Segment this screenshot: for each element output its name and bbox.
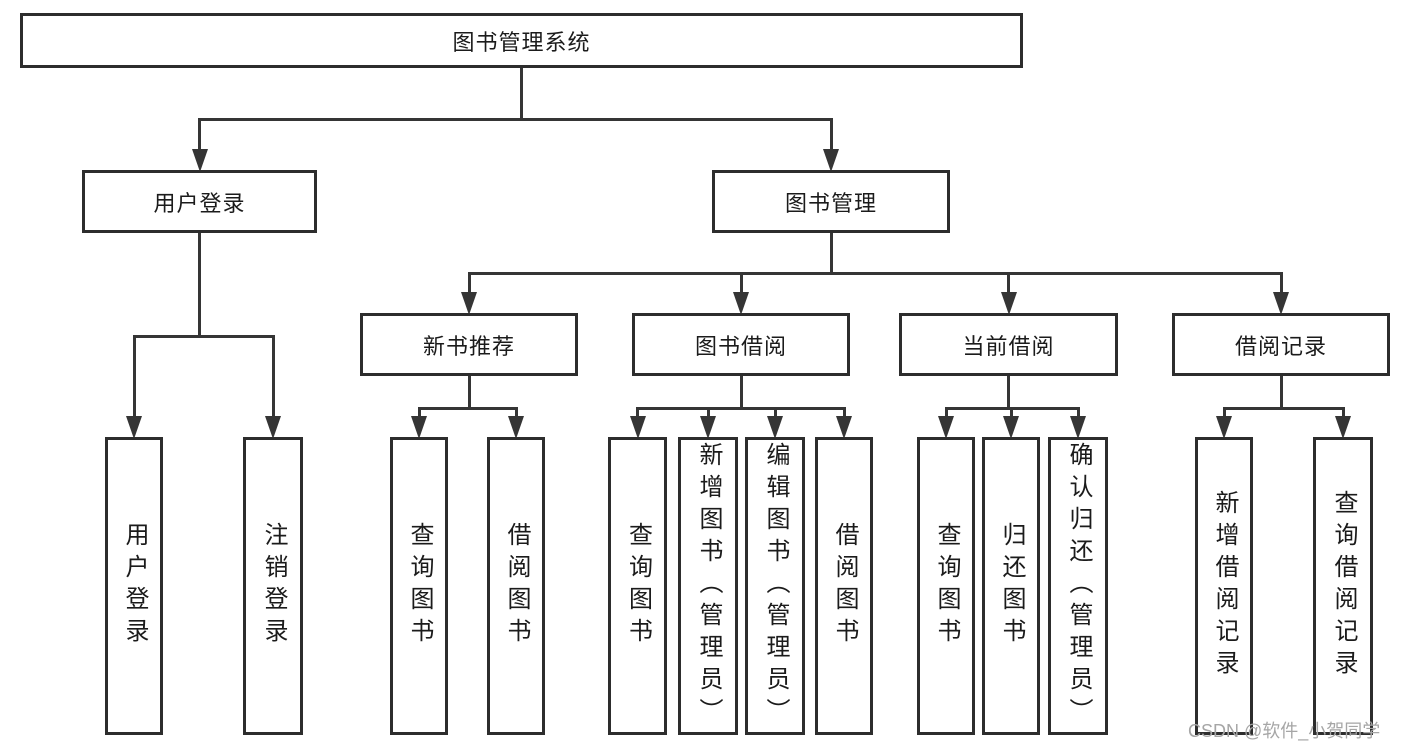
connector-line	[467, 272, 471, 294]
node-leaf-user-login: 用户登录	[105, 437, 163, 735]
arrow-down-icon	[508, 416, 524, 439]
connector-line	[198, 233, 201, 338]
connector-line	[739, 272, 743, 294]
connector-line	[636, 407, 639, 418]
connector-line	[467, 272, 1283, 275]
arrow-down-icon	[461, 292, 477, 315]
connector-line	[739, 376, 743, 410]
connector-line	[520, 68, 523, 121]
node-label: 编辑图书（管理员）	[762, 442, 789, 730]
node-leaf-query-borrow-rec: 查询借阅记录	[1313, 437, 1373, 735]
arrow-down-icon	[411, 416, 427, 439]
node-label: 查询图书	[624, 522, 652, 650]
node-label: 图书管理系统	[452, 29, 591, 55]
node-book-management: 图书管理	[712, 170, 950, 233]
connector-line	[417, 407, 421, 418]
node-label: 注销登录	[260, 522, 287, 650]
node-leaf-add-book-admin: 新增图书（管理员）	[678, 437, 738, 735]
connector-line	[132, 335, 275, 338]
node-label: 归还图书	[998, 522, 1025, 650]
connector-line	[829, 233, 833, 275]
arrow-down-icon	[767, 416, 783, 439]
connector-line	[198, 118, 833, 121]
node-label: 当前借阅	[962, 333, 1055, 359]
node-label: 图书管理	[784, 190, 877, 216]
node-label: 借阅图书	[831, 522, 858, 650]
csdn-watermark: CSDN @软件_小贺同学	[1188, 721, 1381, 741]
arrow-down-icon	[126, 416, 142, 439]
connector-line	[417, 407, 518, 410]
node-label: 新书推荐	[422, 333, 515, 359]
arrow-down-icon	[733, 292, 749, 315]
node-new-book-recommend: 新书推荐	[360, 313, 578, 376]
connector-line	[1009, 407, 1013, 418]
node-book-borrowing: 图书借阅	[632, 313, 850, 376]
connector-line	[706, 407, 710, 418]
connector-line	[1222, 407, 1226, 418]
connector-line	[773, 407, 777, 418]
connector-line	[636, 407, 846, 410]
node-label: 用户登录	[121, 522, 148, 650]
connector-line	[944, 407, 948, 418]
node-leaf-return-book: 归还图书	[982, 437, 1040, 735]
node-leaf-query-books-3: 查询图书	[917, 437, 975, 735]
node-label: 图书借阅	[694, 333, 787, 359]
node-leaf-query-books-1: 查询图书	[390, 437, 448, 735]
arrow-down-icon	[938, 416, 954, 439]
node-leaf-logout: 注销登录	[243, 437, 303, 735]
connector-line	[198, 118, 201, 151]
arrow-down-icon	[1000, 292, 1017, 315]
connector-line	[1279, 376, 1283, 410]
arrow-down-icon	[1070, 416, 1086, 439]
node-current-borrowing: 当前借阅	[899, 313, 1118, 376]
node-leaf-edit-book-admin: 编辑图书（管理员）	[745, 437, 805, 735]
arrow-down-icon	[823, 149, 839, 172]
connector-line	[1007, 272, 1010, 294]
node-leaf-add-borrow-rec: 新增借阅记录	[1195, 437, 1253, 735]
node-label: 查询借阅记录	[1330, 490, 1357, 682]
connector-line	[1222, 407, 1345, 410]
node-leaf-borrow-books-1: 借阅图书	[487, 437, 545, 735]
arrow-down-icon	[1216, 416, 1232, 439]
node-label: 查询图书	[933, 522, 960, 650]
node-leaf-borrow-books-2: 借阅图书	[815, 437, 873, 735]
arrow-down-icon	[1003, 416, 1019, 439]
connector-line	[1279, 272, 1283, 294]
connector-line	[842, 407, 846, 418]
connector-line	[271, 335, 275, 418]
connector-line	[132, 335, 136, 418]
node-label: 新增图书（管理员）	[695, 442, 722, 730]
arrow-down-icon	[265, 416, 281, 439]
node-label: 借阅图书	[503, 522, 530, 650]
node-leaf-query-books-2: 查询图书	[608, 437, 667, 735]
node-label: 用户登录	[153, 190, 246, 216]
connector-line	[1076, 407, 1080, 418]
connector-line	[1341, 407, 1345, 418]
node-root: 图书管理系统	[20, 13, 1023, 68]
node-borrowing-records: 借阅记录	[1172, 313, 1390, 376]
connector-line	[514, 407, 518, 418]
arrow-down-icon	[191, 149, 208, 172]
connector-line	[1007, 376, 1010, 410]
node-label: 借阅记录	[1234, 333, 1327, 359]
node-label: 确认归还（管理员）	[1065, 442, 1092, 730]
node-label: 新增借阅记录	[1211, 490, 1238, 682]
node-user-login: 用户登录	[82, 170, 317, 233]
node-label: 查询图书	[406, 522, 433, 650]
arrow-down-icon	[700, 416, 716, 439]
connector-line	[829, 118, 833, 151]
arrow-down-icon	[1335, 416, 1351, 439]
connector-line	[467, 376, 471, 410]
node-leaf-confirm-return: 确认归还（管理员）	[1048, 437, 1108, 735]
arrow-down-icon	[836, 416, 852, 439]
arrow-down-icon	[629, 416, 646, 439]
arrow-down-icon	[1273, 292, 1289, 315]
